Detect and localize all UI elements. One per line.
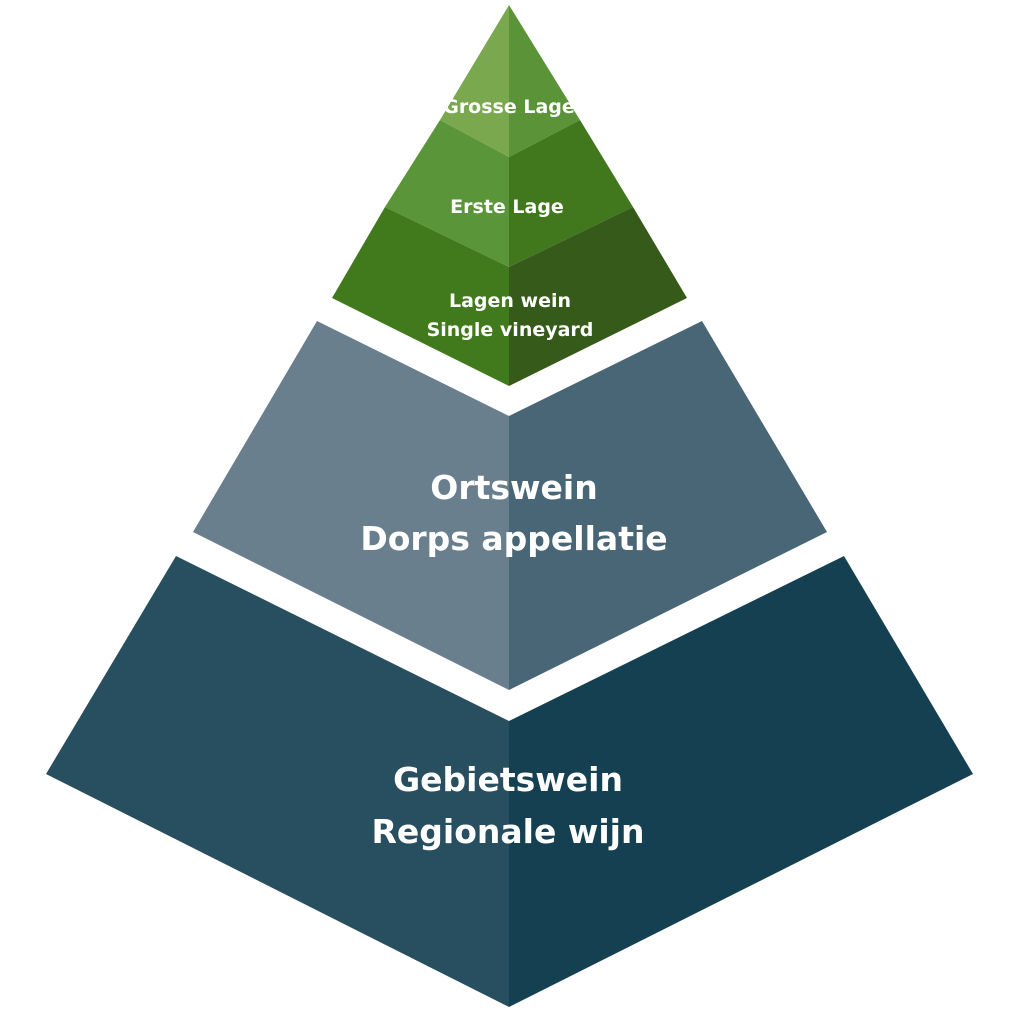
tier-grosse-lage-left-face [440, 5, 509, 157]
tier-erste-lage-right-face [509, 120, 633, 267]
tier-lagen-wein-left-face [332, 207, 509, 386]
tier-grosse-lage-right-face [509, 5, 580, 157]
tier-lagen-wein-label-line1: Lagen wein [449, 290, 571, 312]
tier-ortswein-label-line2: Dorps appellatie [360, 519, 667, 558]
tier-erste-lage-label: Erste Lage [450, 196, 564, 218]
tier-gebietswein-right-face [509, 556, 973, 1007]
tier-erste-lage: Erste Lage [385, 120, 633, 267]
tier-ortswein-left-face [193, 321, 509, 690]
tier-lagen-wein-label-line2: Single vineyard [427, 319, 594, 341]
tier-grosse-lage-label: Grosse Lage [443, 96, 575, 118]
tier-ortswein-label-line1: Ortswein [430, 468, 597, 507]
tier-gebietswein-label-line1: Gebietswein [393, 760, 623, 799]
tier-gebietswein-label-line2: Regionale wijn [372, 812, 645, 851]
tier-grosse-lage: Grosse Lage [440, 5, 580, 157]
tier-lagen-wein-right-face [509, 207, 687, 386]
tier-lagen-wein: Lagen wein Single vineyard [332, 207, 687, 386]
tier-ortswein-right-face [509, 321, 827, 690]
tier-ortswein: Ortswein Dorps appellatie [193, 321, 827, 690]
tier-gebietswein: Gebietswein Regionale wijn [46, 556, 973, 1007]
tier-gebietswein-left-face [46, 556, 509, 1007]
tier-erste-lage-left-face [385, 120, 509, 267]
